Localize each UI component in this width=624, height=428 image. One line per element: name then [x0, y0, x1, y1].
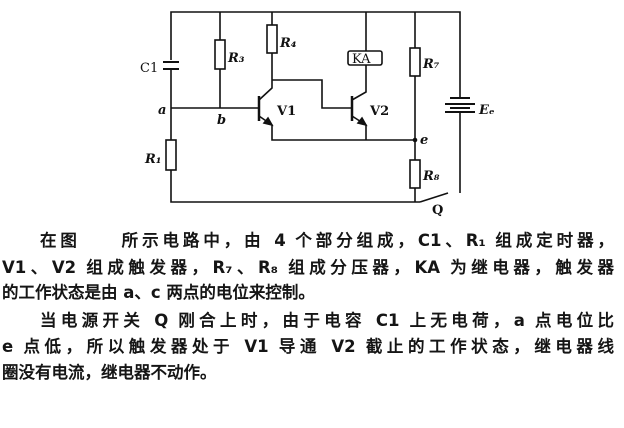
- paragraph-line: 圈没有电流，继电器不动作。: [2, 363, 217, 382]
- label-e: e: [420, 133, 428, 148]
- paragraph-line: 的工作状态是由 a、c 两点的电位来控制。: [2, 283, 315, 302]
- junction-e: [412, 137, 418, 143]
- battery-ec: [445, 97, 475, 113]
- transistor-v1-emitter-arrow: [262, 116, 274, 127]
- label-r-collector: R₄: [279, 36, 297, 51]
- label-ka: KA: [352, 52, 371, 67]
- transistor-v2-emitter-arrow: [356, 116, 368, 127]
- resistor-r-base: [214, 39, 226, 70]
- circuit-diagram: C1 R₃ R₄ R₁ R₇ R₈ KA V1 V2 Eₑ a b e Q: [140, 11, 495, 218]
- resistor-r1: [165, 139, 177, 171]
- paragraph-line: 当电源开关 Q 刚合上时，由于电容 C1 上无电荷，a 点电位比: [40, 311, 614, 330]
- label-c1: C1: [140, 61, 158, 76]
- resistor-r8: [409, 159, 421, 189]
- label-r1: R₁: [144, 152, 162, 167]
- label-r8: R₈: [422, 169, 440, 184]
- label-v1: V1: [276, 104, 296, 119]
- label-r-base: R₃: [227, 51, 245, 66]
- capacitor-c1: [162, 60, 180, 70]
- label-ec: Eₑ: [478, 103, 495, 118]
- label-q: Q: [432, 203, 443, 218]
- paragraph-line: 在图 所示电路中，由 4 个部分组成，C1、R₁ 组成定时器，: [40, 231, 614, 250]
- wires: [170, 11, 461, 203]
- label-v2: V2: [369, 104, 389, 119]
- label-a: a: [158, 103, 166, 118]
- resistor-r7: [409, 47, 421, 77]
- label-r7: R₇: [422, 57, 440, 72]
- paragraph-line: V1、V2 组成触发器，R₇、R₈ 组成分压器，KA 为继电器，触发器: [2, 258, 614, 277]
- resistor-r-collector: [266, 24, 278, 54]
- relay-ka: [347, 50, 383, 66]
- label-b: b: [217, 113, 226, 128]
- switch-q-blade: [419, 192, 449, 203]
- paragraph-line: e 点低，所以触发器处于 V1 导通 V2 截止的工作状态，继电器线: [2, 337, 614, 356]
